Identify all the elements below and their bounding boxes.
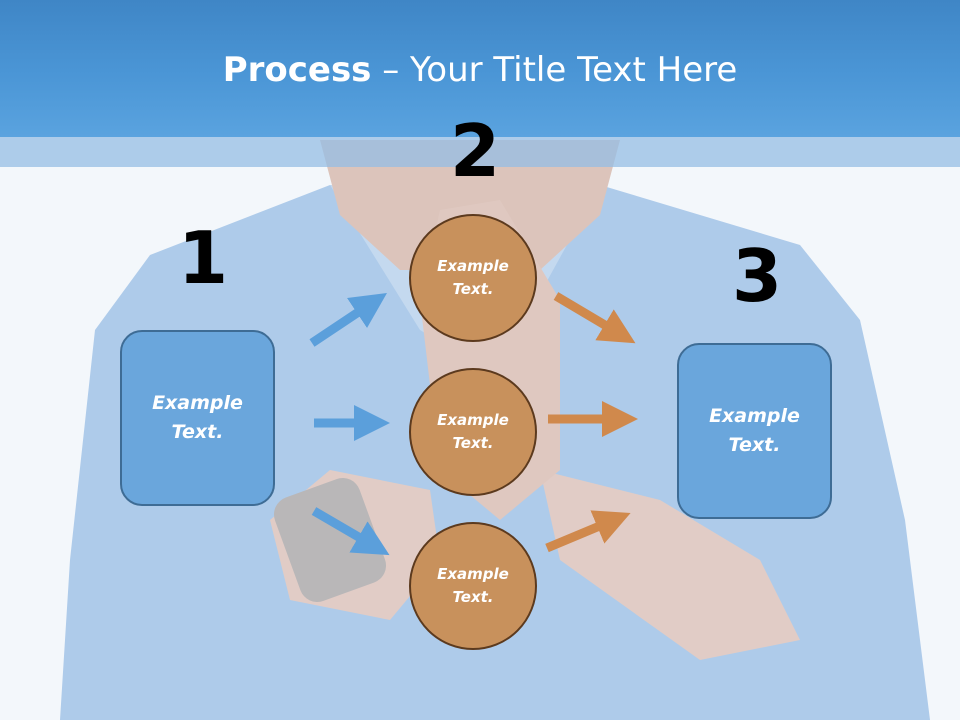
header-bar <box>0 0 960 137</box>
circle-top-text: Example Text. <box>437 257 509 298</box>
slide-title: Process – Your Title Text Here <box>0 50 960 90</box>
circle-bottom: Example Text. <box>409 522 537 650</box>
step-number-2: 2 <box>450 109 501 193</box>
step-number-1: 1 <box>178 216 229 300</box>
title-rest: – Your Title Text Here <box>371 50 738 90</box>
right-box: Example Text. <box>677 343 832 519</box>
circle-middle-text: Example Text. <box>437 411 509 452</box>
circle-middle: Example Text. <box>409 368 537 496</box>
circle-bottom-text: Example Text. <box>437 565 509 606</box>
left-box: Example Text. <box>120 330 275 506</box>
right-box-text: Example Text. <box>709 405 800 456</box>
header-band <box>0 137 960 167</box>
circle-top: Example Text. <box>409 214 537 342</box>
step-number-3: 3 <box>732 234 783 318</box>
title-bold: Process <box>222 50 372 90</box>
left-box-text: Example Text. <box>152 392 243 443</box>
